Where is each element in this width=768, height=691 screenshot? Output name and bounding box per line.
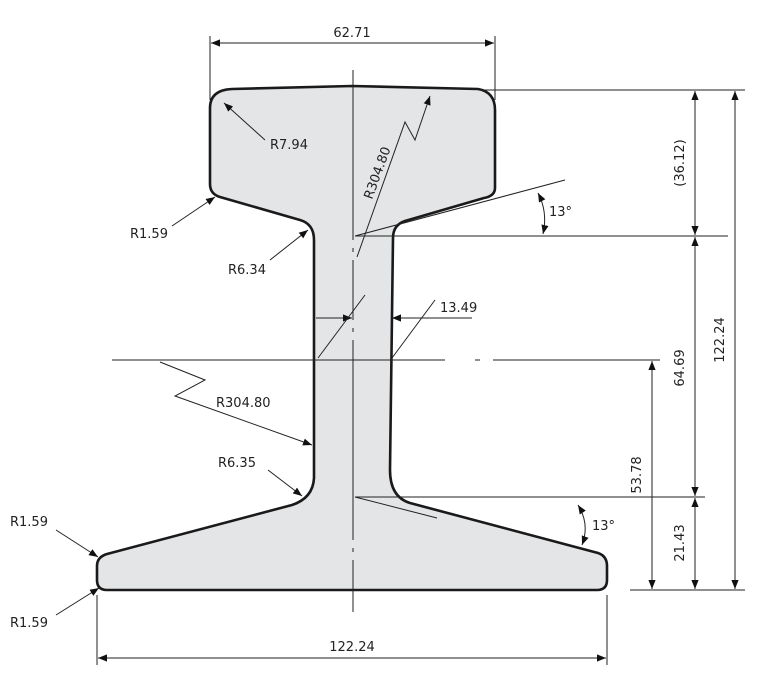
radius-leader xyxy=(269,229,309,261)
extension-line xyxy=(391,299,436,359)
head-to-base-height-label: 64.69 xyxy=(673,349,688,386)
web-thickness-label: 13.49 xyxy=(440,301,477,316)
radius-leader xyxy=(356,95,431,258)
angle-reference-line xyxy=(354,496,438,519)
base-top-edge-radius-label: R1.59 xyxy=(10,515,48,530)
head-depth-label: (36.12) xyxy=(673,139,688,186)
radius-leader xyxy=(55,587,100,616)
web-bottom-fillet-label: R6.35 xyxy=(218,456,256,471)
rail-cross-section xyxy=(95,84,609,592)
extension-line xyxy=(317,294,366,359)
angle-arc xyxy=(577,504,589,546)
web-side-radius-label: R304.80 xyxy=(216,396,271,411)
angle-reference-line xyxy=(354,179,566,237)
neutral-axis-height-label: 53.78 xyxy=(630,456,645,493)
web-top-fillet-label: R6.34 xyxy=(228,263,266,278)
base-depth-label: 21.43 xyxy=(673,524,688,561)
base-width-label: 122.24 xyxy=(329,640,375,655)
base-bottom-edge-radius-label: R1.59 xyxy=(10,616,48,631)
total-height-label: 122.24 xyxy=(713,317,728,363)
radius-leader xyxy=(223,102,266,141)
base-angle-label: 13° xyxy=(592,519,615,534)
radius-leader xyxy=(171,196,216,227)
radius-leader xyxy=(55,529,99,558)
angle-arc xyxy=(537,192,549,235)
head-edge-radius-label: R1.59 xyxy=(130,227,168,242)
head-width-label: 62.71 xyxy=(333,26,370,41)
head-corner-radius-label: R7.94 xyxy=(270,138,308,153)
radius-leader xyxy=(159,361,313,446)
head-angle-label: 13° xyxy=(549,205,572,220)
radius-leader xyxy=(267,469,303,497)
